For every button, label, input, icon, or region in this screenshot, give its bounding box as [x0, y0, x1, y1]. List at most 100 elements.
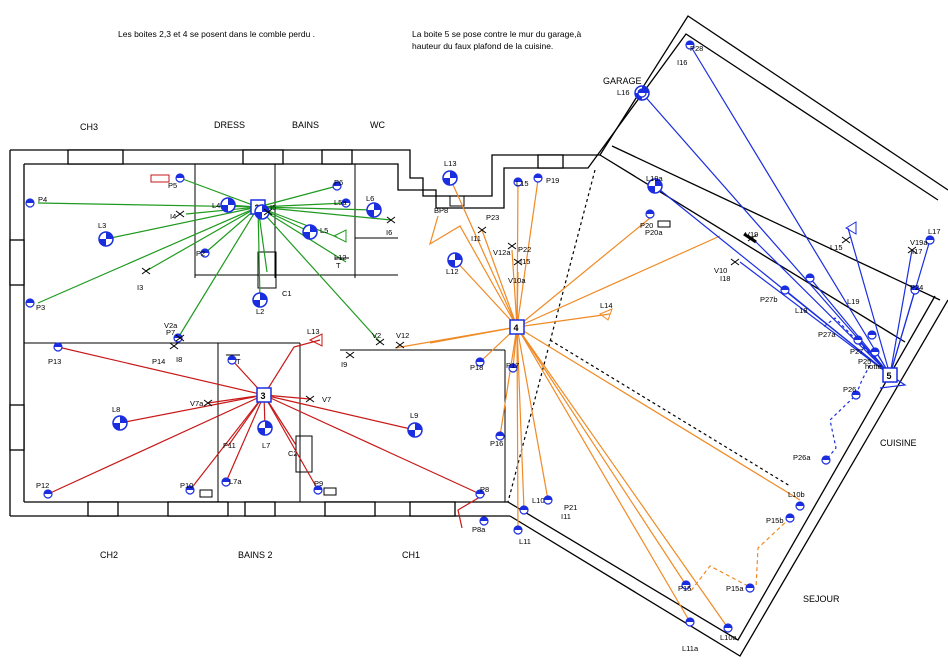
device-label-l17: L17 [928, 227, 941, 236]
socket-icon [508, 363, 518, 373]
socket-icon [795, 501, 805, 511]
device-label-v2a: V2a [164, 321, 178, 330]
junction-box-5 [882, 367, 898, 383]
switch-icon [730, 258, 740, 266]
room-label-c1: C1 [282, 289, 292, 298]
room-label-ch1: CH1 [402, 550, 420, 560]
multi-socket-icon [199, 489, 213, 498]
room-labels: CH3 DRESS BAINS WC GARAGE CUISINE SEJOUR… [80, 76, 917, 604]
socket-icon [25, 198, 35, 208]
device-label-v2: V2 [372, 331, 381, 340]
device-label-i11: I11 [471, 234, 481, 243]
junction-box-4 [509, 319, 525, 335]
device-label-i17: I17 [912, 247, 922, 256]
device-label-p5: P5 [168, 181, 177, 190]
light-fixture-icon [302, 224, 318, 240]
switch-icon [375, 338, 385, 346]
device-label-p21: P21 [564, 503, 577, 512]
circuit-box5-wires [641, 44, 931, 461]
room-label-c2: C2 [288, 449, 298, 458]
garage-door-motor-icon [743, 232, 757, 244]
device-label-p4: P4 [38, 195, 47, 204]
device-label-p2: P2 [196, 249, 205, 258]
dashed-partitions [507, 169, 791, 503]
multi-socket-icon [657, 220, 671, 228]
room-label-wc: WC [370, 120, 385, 130]
switch-icon [507, 242, 517, 250]
device-label-v19a: V19a [910, 238, 928, 247]
light-fixture-icon [220, 197, 236, 213]
switch-icon [513, 258, 523, 266]
device-label-i4: I4 [170, 212, 176, 221]
socket-icon [221, 477, 231, 487]
device-label-p26: P26 [843, 385, 856, 394]
device-label-l19a: L19a [646, 174, 664, 183]
circuit-box4-wires [394, 177, 801, 629]
device-label-p7: P7 [166, 328, 175, 337]
socket-icon [43, 489, 53, 499]
socket-icon [185, 485, 195, 495]
device-label-l5: L5 [320, 226, 328, 235]
device-label-p17: P17 [506, 361, 519, 370]
device-label-l6: L6 [366, 194, 374, 203]
socket-icon [475, 357, 485, 367]
device-label-l10a: L10a [720, 633, 738, 642]
device-label-l10: L10 [532, 496, 545, 505]
device-label-l15b: L15 [830, 243, 843, 252]
device-label-i11b: I11 [561, 512, 571, 521]
socket-icon [513, 177, 523, 187]
socket-icon [910, 285, 920, 295]
device-label-v12a: V12a [493, 248, 511, 257]
switch-icon [169, 342, 179, 350]
room-label-sejour: SEJOUR [803, 594, 840, 604]
light-fixture-icon [252, 292, 268, 308]
device-label-hotte: hotte [865, 362, 882, 371]
device-label-l4: L4 [212, 201, 220, 210]
device-label-l3: L3 [98, 221, 106, 230]
light-fixture-icon [112, 415, 128, 431]
device-label-l7: L7 [262, 441, 270, 450]
device-label-l12: L12 [446, 267, 459, 276]
device-label-l7a: L7a [229, 477, 242, 486]
device-label-p23: P23 [486, 213, 499, 222]
device-label-p24: P24 [910, 283, 923, 292]
note-boxes-attic: Les boites 2,3 et 4 se posent dans le co… [118, 29, 315, 39]
switch-icon [263, 208, 273, 216]
sockets [25, 40, 935, 633]
note-box5-line2: hauteur du faux plafond de la cuisine. [412, 41, 553, 51]
socket-icon [475, 489, 485, 499]
socket-icon [341, 198, 351, 208]
switch-icon [345, 351, 355, 359]
socket-icon [513, 525, 523, 535]
device-label-p20a: P20a [645, 228, 663, 237]
device-label-l5a: L5a [334, 198, 347, 207]
switch-icon [477, 226, 487, 234]
walls [9, 15, 948, 657]
device-label-i15: I15 [520, 257, 530, 266]
device-label-i6: I6 [386, 228, 392, 237]
socket-icon [332, 181, 342, 191]
junction-box-3 [256, 387, 272, 403]
socket-icon [853, 335, 863, 345]
room-label-garage: GARAGE [603, 76, 642, 86]
device-label-l18: L18 [795, 306, 808, 315]
device-label-l2: L2 [256, 307, 264, 316]
light-fixture-icon [447, 252, 463, 268]
device-label-i18: I18 [720, 274, 730, 283]
wall-light-icon [332, 229, 347, 243]
junction-box-3-label: 3 [261, 391, 266, 401]
device-label-t2: T [236, 357, 241, 366]
device-label-i3: I3 [137, 283, 143, 292]
device-label-p25: P25 [858, 357, 871, 366]
socket-icon [313, 485, 323, 495]
device-label-v7a: V7a [190, 399, 204, 408]
socket-icon [227, 355, 237, 365]
device-label-p15b: P15b [766, 516, 784, 525]
device-label-p19: P19 [546, 176, 559, 185]
device-label-p8: P8 [480, 485, 489, 494]
device-label-p8a: P8a [472, 525, 486, 534]
device-label-p11: P11 [223, 441, 236, 450]
misc-symbols [150, 174, 857, 498]
device-label-p13: P13 [48, 357, 61, 366]
